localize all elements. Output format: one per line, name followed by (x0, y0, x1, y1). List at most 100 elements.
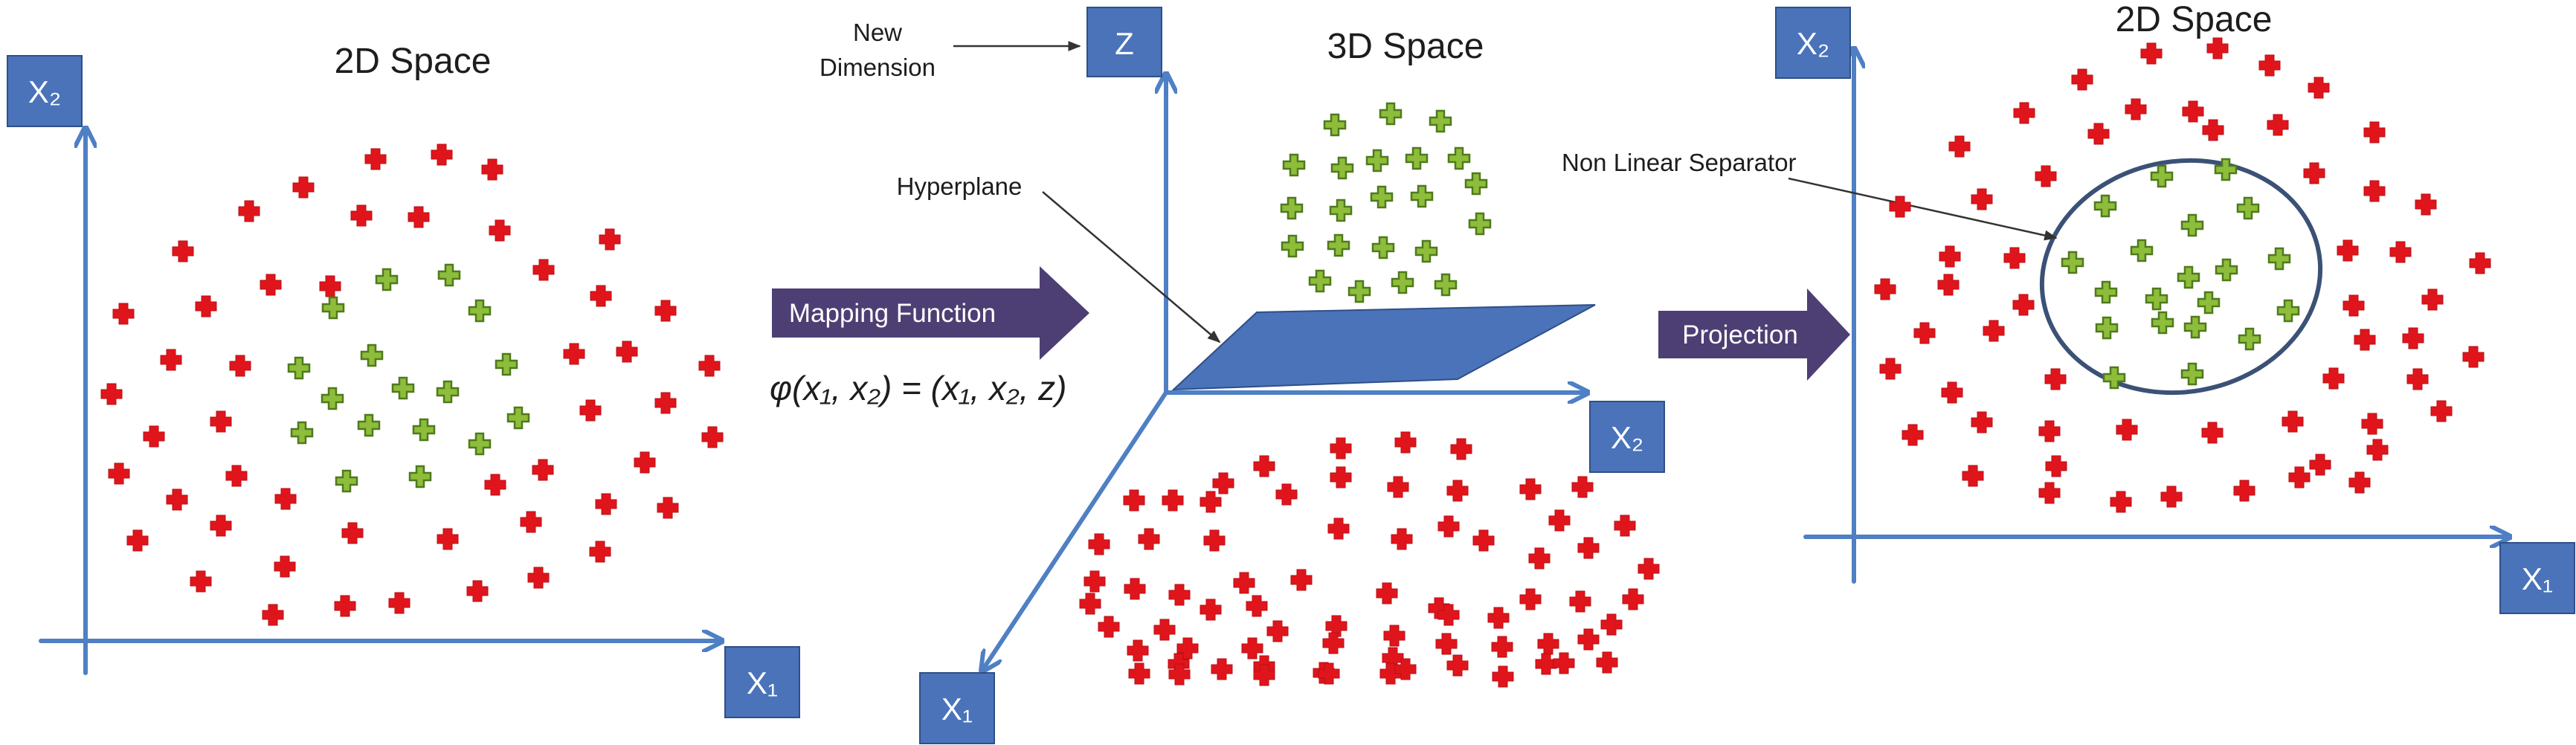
red-plus-marker-icon (1246, 595, 1268, 617)
red-plus-marker-icon (466, 580, 489, 602)
red-plus-marker-icon (2430, 400, 2453, 422)
red-plus-marker-icon (2363, 121, 2386, 143)
green-plus-marker-icon (2177, 265, 2200, 289)
red-plus-marker-icon (532, 259, 555, 281)
green-plus-marker-icon (2238, 327, 2261, 351)
red-plus-marker-icon (2087, 123, 2110, 145)
green-plus-marker-icon (1434, 273, 1458, 297)
red-plus-marker-icon (2258, 54, 2281, 77)
left-y-axis-box: X₂ (7, 55, 83, 127)
red-plus-marker-icon (1596, 651, 1618, 674)
red-plus-marker-icon (2469, 252, 2491, 274)
green-plus-marker-icon (1329, 199, 1353, 222)
red-plus-marker-icon (1168, 584, 1191, 606)
red-plus-marker-icon (654, 392, 677, 414)
red-plus-marker-icon (1394, 658, 1417, 680)
red-plus-marker-icon (2110, 491, 2132, 513)
red-plus-marker-icon (2282, 410, 2304, 433)
middle-x2-axis-box: X₂ (1589, 401, 1665, 473)
green-plus-marker-icon (2061, 251, 2084, 274)
red-plus-marker-icon (2288, 466, 2311, 488)
red-plus-marker-icon (2361, 413, 2383, 435)
middle-x1-axis-label: X₁ (941, 691, 973, 726)
red-plus-marker-icon (274, 488, 297, 510)
red-plus-marker-icon (2233, 480, 2255, 502)
green-plus-marker-icon (1391, 271, 1414, 294)
red-plus-marker-icon (2303, 162, 2325, 184)
red-plus-marker-icon (1153, 619, 1176, 641)
red-plus-marker-icon (1983, 320, 2005, 342)
red-plus-marker-icon (1203, 529, 1226, 552)
green-plus-marker-icon (506, 406, 530, 430)
red-plus-marker-icon (262, 604, 284, 626)
red-plus-marker-icon (2267, 114, 2289, 136)
red-plus-marker-icon (2421, 288, 2444, 311)
red-plus-marker-icon (437, 528, 459, 550)
red-plus-marker-icon (1971, 188, 1993, 210)
red-plus-marker-icon (1376, 582, 1398, 604)
red-plus-marker-icon (654, 300, 677, 322)
red-plus-marker-icon (2402, 327, 2424, 349)
red-plus-marker-icon (1971, 411, 1993, 433)
green-plus-marker-icon (2215, 258, 2238, 282)
red-plus-marker-icon (1577, 628, 1600, 651)
red-plus-marker-icon (1200, 491, 1222, 513)
red-plus-marker-icon (589, 541, 611, 563)
new-dimension-label-line2: Dimension (820, 54, 936, 81)
green-plus-marker-icon (1365, 149, 1389, 172)
green-plus-marker-icon (1464, 172, 1488, 196)
red-plus-marker-icon (2038, 482, 2061, 504)
right-x-axis-label: X₁ (2522, 561, 2553, 596)
red-plus-marker-icon (1128, 662, 1150, 685)
panel-middle: 3D Space Z X₂ X₁ New Dimension Hyperplan… (820, 7, 1665, 744)
red-plus-marker-icon (1638, 558, 1660, 580)
red-plus-marker-icon (190, 570, 212, 593)
left-y-axis-label: X₂ (28, 74, 61, 109)
hyperplane-pointer (1042, 191, 1221, 344)
panel-right: 2D Space X₂ X₁ Non Linear Separator (1562, 0, 2575, 614)
green-plus-marker-icon (2102, 366, 2126, 390)
red-plus-marker-icon (1241, 637, 1263, 659)
right-red-points (1874, 37, 2491, 513)
red-plus-marker-icon (1098, 616, 1120, 638)
red-plus-marker-icon (1435, 633, 1458, 655)
red-plus-marker-icon (126, 529, 149, 552)
red-plus-marker-icon (1383, 625, 1405, 647)
red-plus-marker-icon (484, 474, 506, 496)
mapping-formula: φ(x₁, x₂) = (x₁, x₂, z) (770, 369, 1067, 407)
red-plus-marker-icon (1614, 515, 1636, 537)
green-plus-marker-icon (2183, 315, 2207, 339)
green-plus-marker-icon (1414, 239, 1438, 263)
green-plus-marker-icon (412, 418, 436, 442)
non-linear-separator-label: Non Linear Separator (1562, 149, 1797, 176)
red-plus-marker-icon (1211, 658, 1233, 680)
green-plus-marker-icon (468, 432, 492, 456)
red-plus-marker-icon (657, 497, 679, 519)
green-plus-marker-icon (1323, 113, 1347, 137)
green-plus-marker-icon (1379, 102, 1403, 126)
panel-left: 2D Space X₂ X₁ (7, 42, 800, 718)
red-plus-marker-icon (195, 295, 217, 317)
green-plus-marker-icon (2180, 362, 2204, 386)
green-plus-marker-icon (2267, 247, 2291, 271)
red-plus-marker-icon (1600, 613, 1623, 636)
red-plus-marker-icon (1491, 636, 1513, 658)
right-x-axis-box: X₁ (2499, 542, 2575, 614)
red-plus-marker-icon (1123, 489, 1145, 512)
hyperplane-label: Hyperplane (897, 172, 1023, 200)
green-plus-marker-icon (1405, 146, 1429, 170)
red-plus-marker-icon (2406, 368, 2429, 390)
red-plus-marker-icon (1437, 515, 1460, 538)
projection-label: Projection (1682, 320, 1798, 349)
red-plus-marker-icon (1253, 455, 1275, 477)
red-plus-marker-icon (1937, 274, 1960, 296)
red-plus-marker-icon (579, 399, 602, 422)
red-plus-marker-icon (2354, 329, 2376, 351)
red-plus-marker-icon (1553, 652, 1575, 674)
green-plus-marker-icon (1370, 185, 1394, 209)
red-plus-marker-icon (1622, 588, 1644, 610)
green-plus-marker-icon (1371, 236, 1395, 259)
middle-green-points (1280, 102, 1492, 303)
green-plus-marker-icon (357, 413, 381, 437)
red-plus-marker-icon (1948, 135, 1971, 158)
